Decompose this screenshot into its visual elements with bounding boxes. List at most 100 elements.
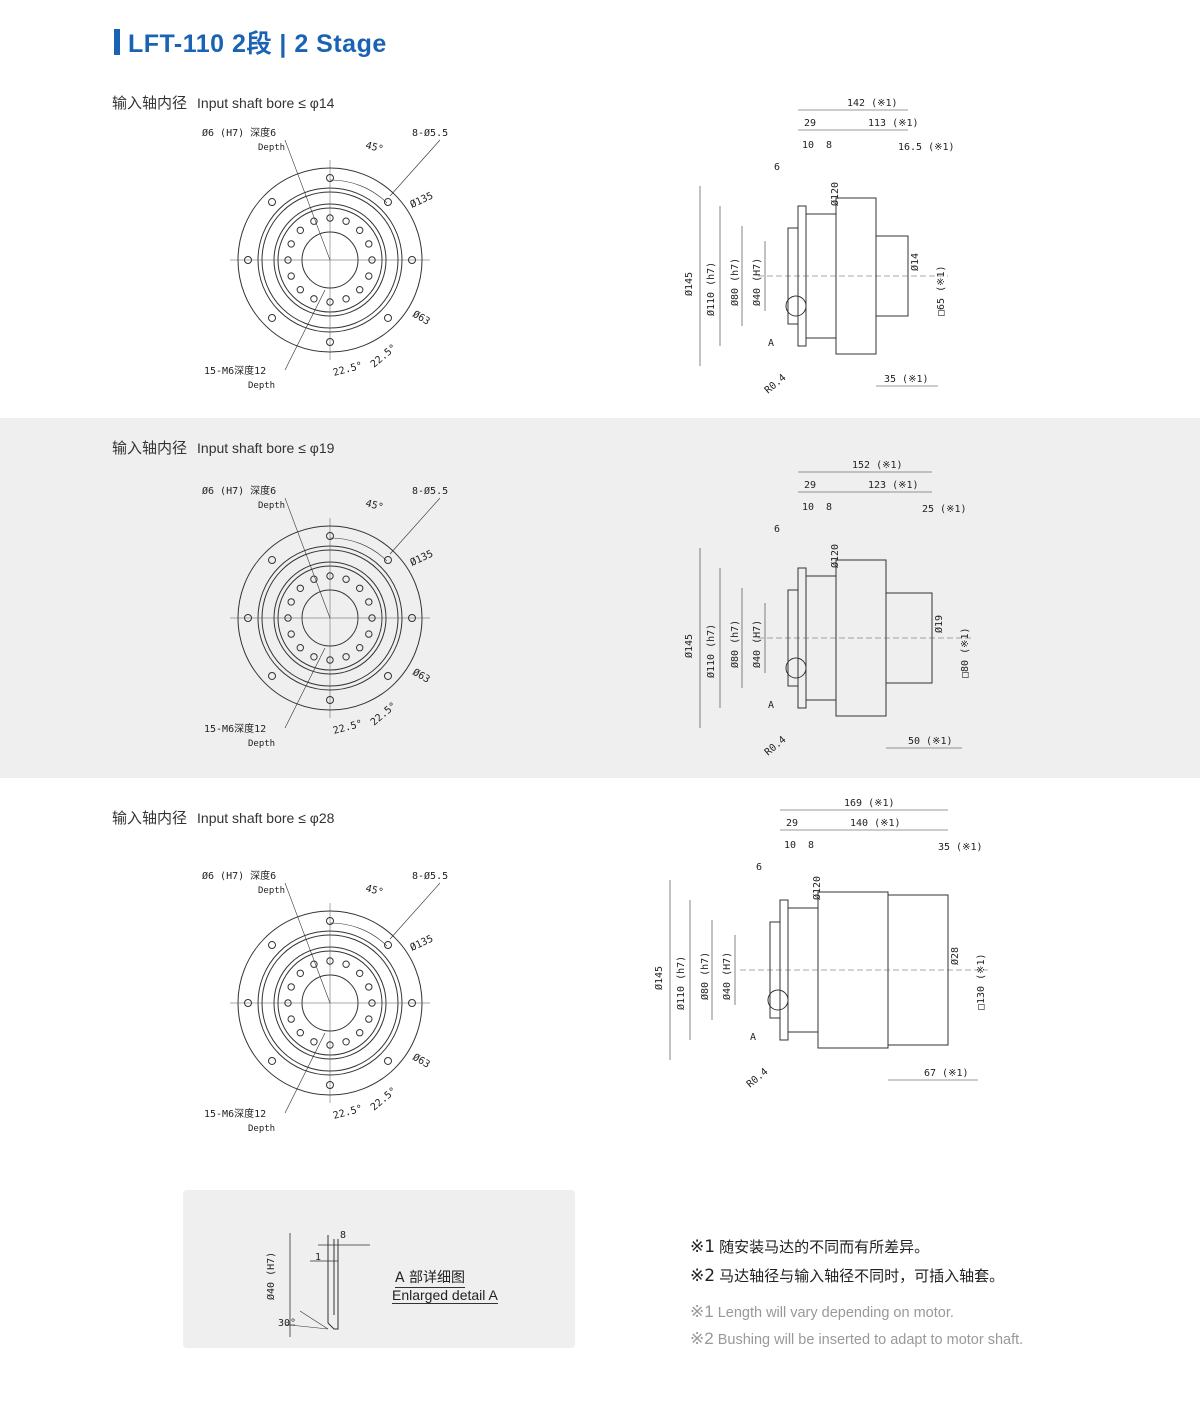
depth-label: Depth xyxy=(258,143,285,153)
inner-label: Ø63 xyxy=(411,308,433,327)
mount-hole xyxy=(244,614,252,622)
dim-shaft: Ø28 xyxy=(949,947,961,965)
dim-110: Ø110 (h7) xyxy=(705,624,717,678)
inner-label: Ø63 xyxy=(411,666,433,685)
mount-hole xyxy=(326,532,334,540)
tap-hole xyxy=(310,217,318,225)
dim-body: 113 (※1) xyxy=(868,118,919,129)
detail-marker: A xyxy=(750,1032,756,1043)
dim-6: 6 xyxy=(756,862,762,873)
dim-8: 8 xyxy=(826,502,832,513)
section-band xyxy=(0,418,1200,778)
dim-6: 6 xyxy=(774,162,780,173)
dim-shaft: Ø14 xyxy=(909,253,921,271)
tap-label: 15-M6深度12 xyxy=(204,364,266,377)
detail-dim-8: 8 xyxy=(340,1230,347,1241)
tap-label: 15-M6深度12 xyxy=(204,722,266,735)
tap-label: 15-M6深度12 xyxy=(204,1107,266,1120)
inner-label: Ø63 xyxy=(411,1051,433,1070)
mount-hole xyxy=(408,999,416,1007)
detail-panel xyxy=(183,1190,575,1348)
dim-radius: R0.4 xyxy=(763,372,789,396)
tap-hole xyxy=(342,1038,350,1046)
angle-label: 45° xyxy=(364,140,384,155)
mount-hole xyxy=(268,556,277,565)
mount-hole xyxy=(383,941,392,950)
tap-hole xyxy=(355,285,364,294)
tap-hole xyxy=(326,214,334,222)
mount-hole xyxy=(326,338,334,346)
tap-hole xyxy=(284,256,292,264)
angle-a1: 22.5° xyxy=(332,718,364,736)
mount-hole xyxy=(383,313,392,322)
hole-tap-label: Ø6 (H7) 深度6 xyxy=(202,484,276,497)
dim-flange: 29 xyxy=(786,818,798,829)
mount-hole xyxy=(268,941,277,950)
tap-hole xyxy=(296,226,305,235)
tap-hole xyxy=(326,572,334,580)
dim-total: 152 (※1) xyxy=(852,460,903,471)
dim-flange: 29 xyxy=(804,118,816,129)
mount-hole xyxy=(326,1081,334,1089)
dim-10: 10 xyxy=(802,502,814,513)
dim-radius: R0.4 xyxy=(763,734,789,758)
tap-hole xyxy=(310,960,318,968)
detail-title-en: Enlarged detail A xyxy=(392,1287,498,1304)
mount-hole xyxy=(383,671,392,680)
angle-a2: 22.5° xyxy=(369,343,399,371)
tap-hole xyxy=(355,643,364,652)
detail-dim-1: 1 xyxy=(315,1252,322,1263)
dim-body: 140 (※1) xyxy=(850,818,901,829)
tap-hole xyxy=(310,295,318,303)
mount-hole xyxy=(383,1056,392,1065)
dim-10: 10 xyxy=(784,840,796,851)
tap-hole xyxy=(287,983,295,991)
tap-hole xyxy=(365,1015,373,1023)
tap-hole xyxy=(326,298,334,306)
tap-hole xyxy=(355,1028,364,1037)
detail-marker: A xyxy=(768,338,774,349)
dim-120: Ø120 xyxy=(811,876,823,900)
tap-hole xyxy=(287,272,295,280)
tap-hole xyxy=(368,256,376,264)
tap-hole xyxy=(342,295,350,303)
bore-en: Input shaft bore ≤ φ14 xyxy=(197,95,335,111)
mount-hole xyxy=(268,198,277,207)
dim-square: □65 (※1) xyxy=(936,265,947,316)
tap-hole xyxy=(368,999,376,1007)
tap-hole xyxy=(368,614,376,622)
hole-tap-label: Ø6 (H7) 深度6 xyxy=(202,869,276,882)
tap-hole xyxy=(310,1038,318,1046)
depth-label: Depth xyxy=(258,501,285,511)
tap-hole xyxy=(365,272,373,280)
tap-depth-label: Depth xyxy=(248,1124,275,1134)
dim-tail: 16.5 (※1) xyxy=(898,142,955,153)
tap-hole xyxy=(287,598,295,606)
tap-hole xyxy=(296,285,305,294)
pcd-label: Ø135 xyxy=(408,548,435,569)
mount-hole xyxy=(326,696,334,704)
tap-hole xyxy=(310,653,318,661)
dim-tail: 25 (※1) xyxy=(922,504,967,515)
tap-depth-label: Depth xyxy=(248,739,275,749)
holes-label: 8-Ø5.5 xyxy=(412,870,448,882)
dim-145: Ø145 xyxy=(653,966,665,990)
angle-a1: 22.5° xyxy=(332,360,364,378)
dim-8: 8 xyxy=(808,840,814,851)
dim-40: Ø40 (H7) xyxy=(751,258,763,306)
tap-hole xyxy=(355,969,364,978)
bore-en: Input shaft bore ≤ φ28 xyxy=(197,810,335,826)
tap-hole xyxy=(326,957,334,965)
bore-cn: 输入轴内径 xyxy=(112,439,188,457)
mount-hole xyxy=(268,313,277,322)
pcd-label: Ø135 xyxy=(408,190,435,211)
dim-square: □80 (※1) xyxy=(960,627,971,678)
dim-total: 142 (※1) xyxy=(847,98,898,109)
mount-hole xyxy=(383,198,392,207)
mount-hole xyxy=(408,614,416,622)
dim-145: Ø145 xyxy=(683,272,695,296)
